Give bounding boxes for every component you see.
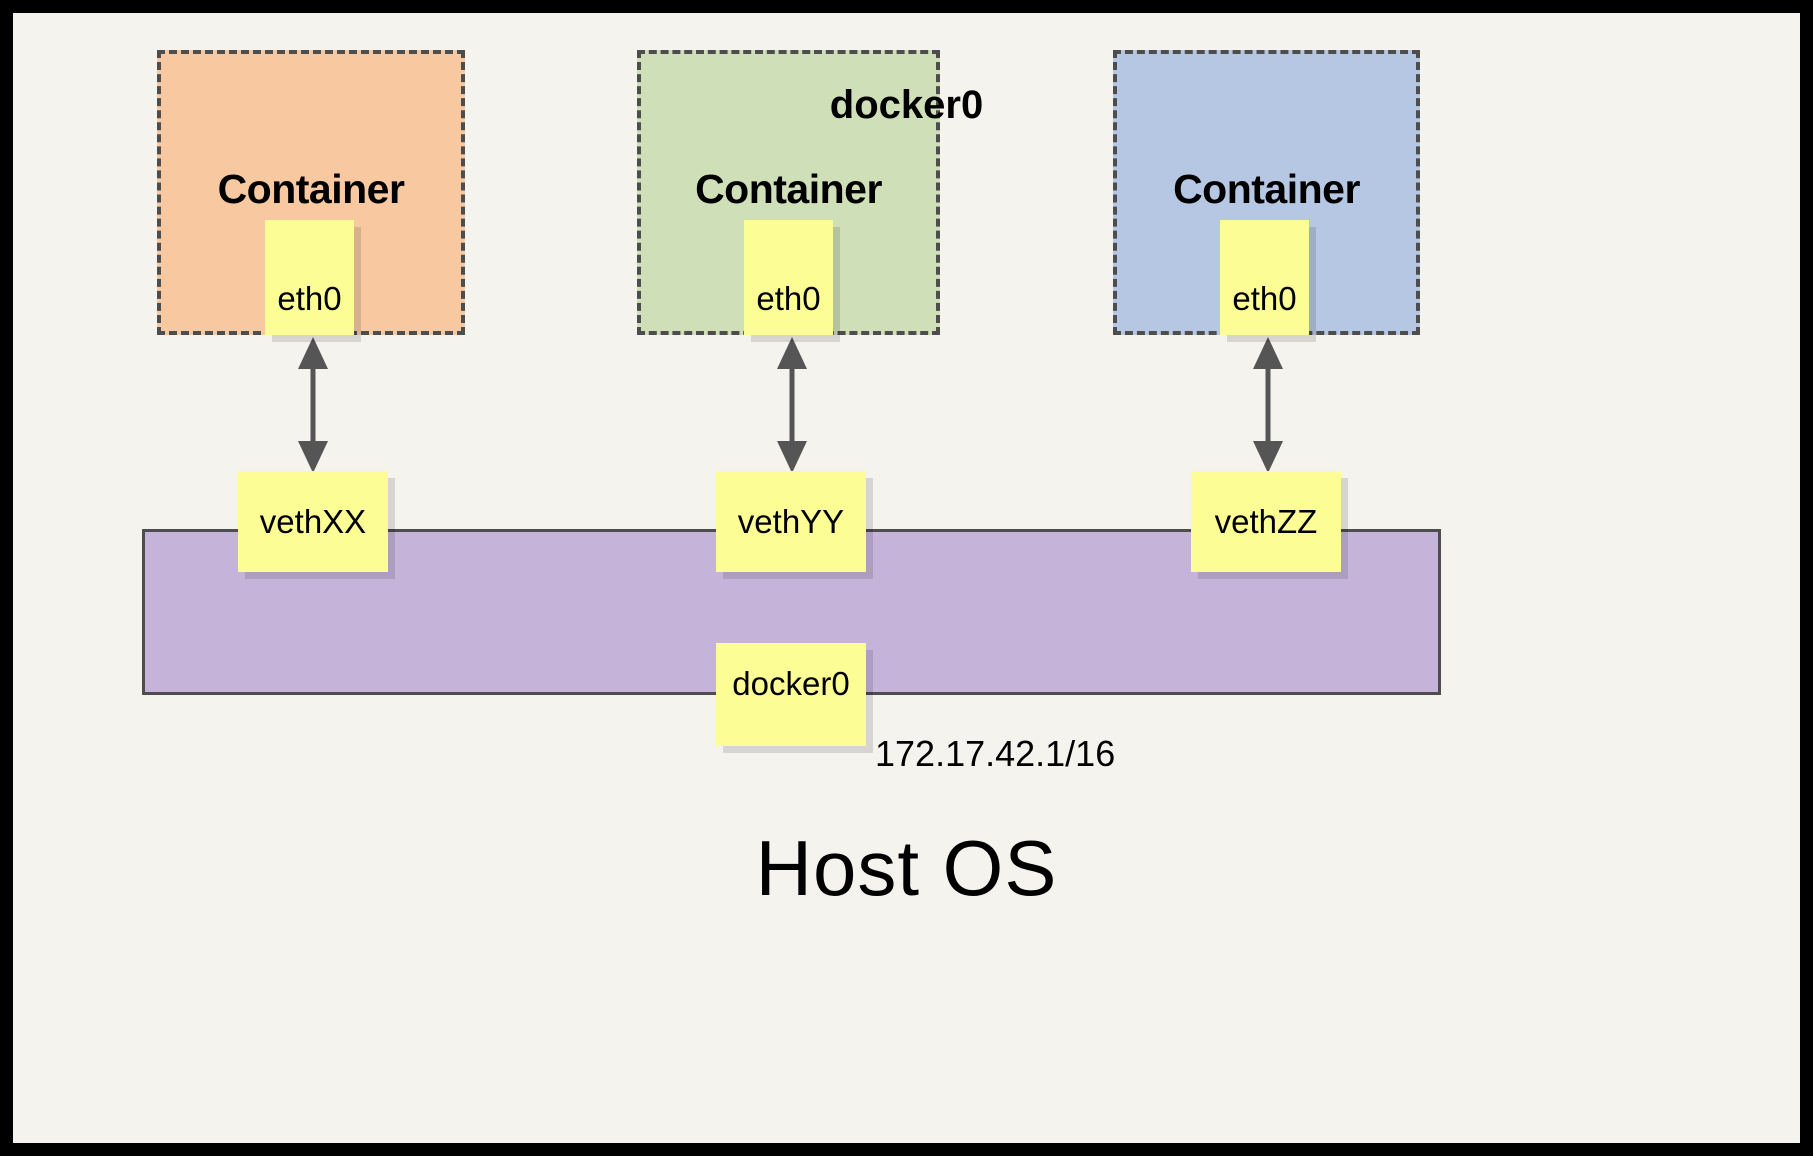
docker0-ip-address: 172.17.42.1/16 bbox=[875, 733, 1116, 774]
veth-link-arrow-2 bbox=[777, 337, 807, 473]
eth0-label-1: eth0 bbox=[277, 280, 342, 317]
eth0-label-2: eth0 bbox=[756, 280, 821, 317]
veth-box-2: vethYY bbox=[716, 471, 866, 572]
diagram-stage: Container eth0 vethXX Container eth0 vet… bbox=[13, 13, 1800, 1143]
docker0-interface-box: docker0 bbox=[716, 643, 866, 746]
veth-box-3: vethZZ bbox=[1191, 471, 1341, 572]
container-box-3: Container bbox=[1113, 50, 1420, 335]
docker0-interface-label: docker0 bbox=[732, 665, 850, 702]
eth0-box-1: eth0 bbox=[265, 220, 354, 335]
eth0-box-2: eth0 bbox=[744, 220, 833, 335]
container-title-3: Container bbox=[1173, 166, 1360, 212]
eth0-box-3: eth0 bbox=[1220, 220, 1309, 335]
veth-link-arrow-3 bbox=[1253, 337, 1283, 473]
veth-label-1: vethXX bbox=[259, 502, 367, 540]
host-os-label: Host OS bbox=[755, 824, 1058, 912]
container-title-2: Container bbox=[695, 166, 882, 212]
veth-label-2: vethYY bbox=[737, 502, 845, 540]
veth-label-3: vethZZ bbox=[1214, 502, 1318, 540]
container-title-1: Container bbox=[217, 166, 405, 212]
veth-link-arrow-1 bbox=[298, 337, 328, 473]
veth-box-1: vethXX bbox=[238, 471, 388, 572]
docker0-bridge-title: docker0 bbox=[829, 83, 984, 127]
eth0-label-3: eth0 bbox=[1232, 280, 1297, 317]
